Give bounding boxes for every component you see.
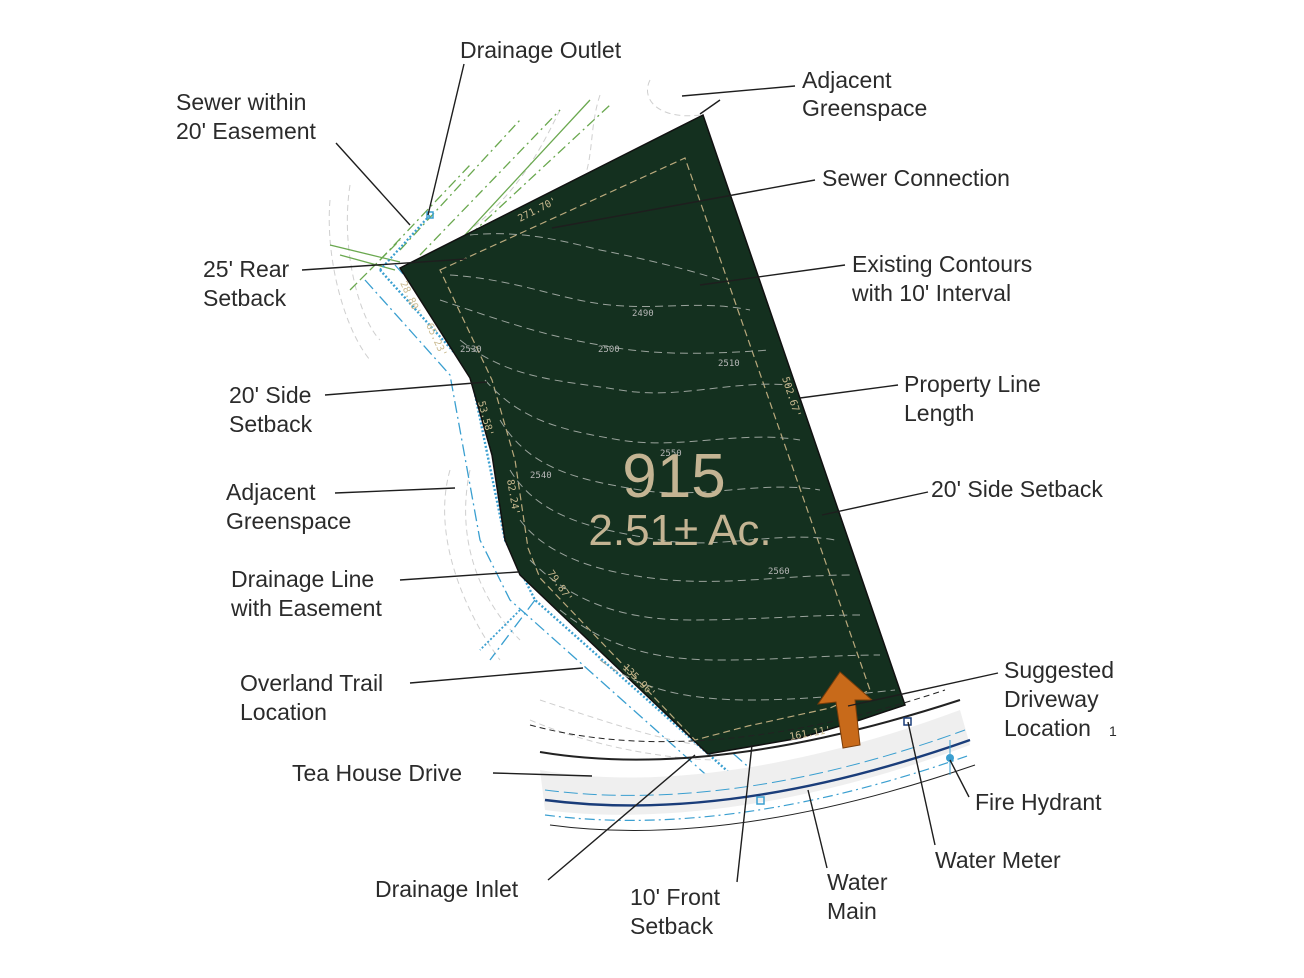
label-adjacent-greenspace-top: Adjacent <box>802 67 892 93</box>
label-adjacent-greenspace-top-2: Greenspace <box>802 95 927 121</box>
label-drainage-line-2: with Easement <box>230 595 382 621</box>
label-sewer-connection: Sewer Connection <box>822 165 1010 191</box>
contour-labels: 2490 2500 2510 2530 2540 2550 2560 <box>460 309 790 577</box>
contour-label: 2530 <box>460 345 482 355</box>
label-existing-contours-2: with 10' Interval <box>851 280 1011 306</box>
label-rear-setback-2: Setback <box>203 285 287 311</box>
label-sewer-easement-2: 20' Easement <box>176 118 317 144</box>
tea-house-drive-road <box>529 689 976 831</box>
label-tea-house-drive: Tea House Drive <box>292 760 462 786</box>
contour-label: 2510 <box>718 359 740 369</box>
label-side-setback-right: 20' Side Setback <box>931 476 1103 502</box>
label-drainage-outlet: Drainage Outlet <box>460 37 622 63</box>
label-suggested-driveway: Suggested <box>1004 657 1114 683</box>
lot-parcel[interactable] <box>398 113 906 755</box>
label-water-main: Water <box>827 869 888 895</box>
drainage-inlet <box>756 796 765 805</box>
contour-label: 2540 <box>530 471 552 481</box>
drainage-outlet <box>426 211 434 219</box>
lot-number: 915 <box>622 442 725 511</box>
label-fire-hydrant: Fire Hydrant <box>975 789 1102 815</box>
contour-label: 2500 <box>598 345 620 355</box>
label-side-setback-left-2: Setback <box>229 411 313 437</box>
label-overland-trail-2: Location <box>240 699 327 725</box>
label-overland-trail: Overland Trail <box>240 670 383 696</box>
label-adjacent-greenspace-left-2: Greenspace <box>226 508 351 534</box>
setback-line <box>439 157 871 741</box>
contour-label: 2490 <box>632 309 654 319</box>
contour-label: 2560 <box>768 567 790 577</box>
label-existing-contours: Existing Contours <box>852 251 1032 277</box>
label-drainage-inlet: Drainage Inlet <box>375 876 519 902</box>
label-front-setback: 10' Front <box>630 884 721 910</box>
water-meter <box>903 717 912 726</box>
label-property-line-length-2: Length <box>904 400 974 426</box>
label-sewer-easement: Sewer within <box>176 89 306 115</box>
contour-label: 2550 <box>660 449 682 459</box>
label-driveway-footnote: 1 <box>1109 723 1117 739</box>
label-property-line-length: Property Line <box>904 371 1041 397</box>
driveway-arrow-icon <box>816 671 874 749</box>
fire-hydrant <box>946 740 954 775</box>
label-suggested-driveway-2: Driveway <box>1004 686 1099 712</box>
label-water-main-2: Main <box>827 898 877 924</box>
leader-lines <box>301 63 999 883</box>
label-front-setback-2: Setback <box>630 913 714 939</box>
label-suggested-driveway-3: Location <box>1004 715 1091 741</box>
lot-area: 2.51± Ac. <box>588 506 771 555</box>
callouts: Drainage Outlet Adjacent Greenspace Sewe… <box>176 37 1117 939</box>
label-drainage-line: Drainage Line <box>231 566 374 592</box>
label-side-setback-left: 20' Side <box>229 382 311 408</box>
label-rear-setback: 25' Rear <box>203 256 290 282</box>
label-adjacent-greenspace-left: Adjacent <box>226 479 316 505</box>
label-water-meter: Water Meter <box>935 847 1061 873</box>
